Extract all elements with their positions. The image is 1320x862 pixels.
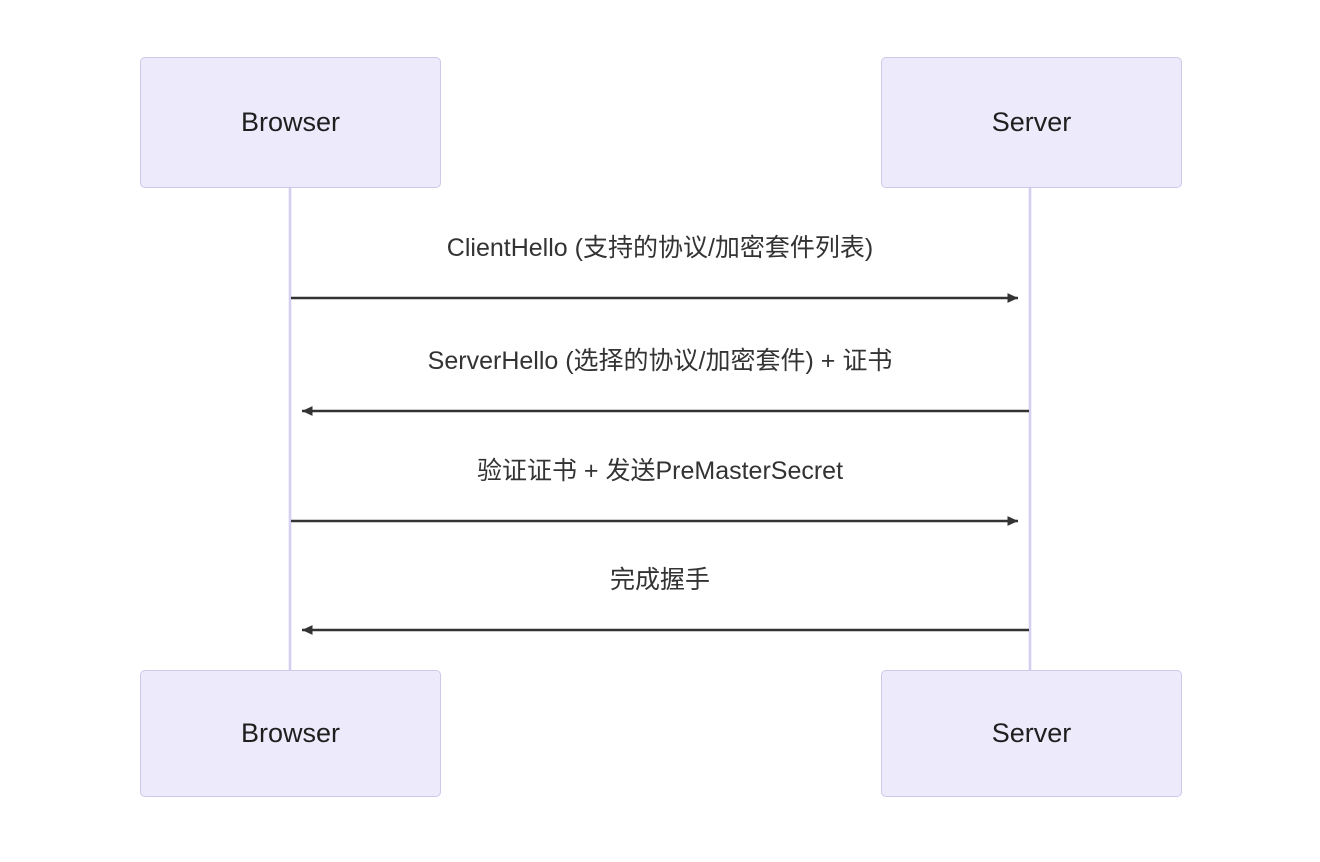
- participant-label-server-bottom: Server: [991, 718, 1072, 748]
- participant-box-browser-bottom[interactable]: Browser: [140, 670, 441, 797]
- message-arrows: [291, 293, 1029, 635]
- participant-label-browser-top: Browser: [240, 107, 341, 137]
- lifelines: [288, 188, 1032, 672]
- participant-box-browser-top[interactable]: Browser: [140, 57, 441, 188]
- participant-label-server-top: Server: [991, 107, 1072, 137]
- message-label-3: 验证证书 + 发送PreMasterSecret: [476, 457, 844, 485]
- participant-label-browser-bottom: Browser: [240, 718, 341, 748]
- message-label-1: ClientHello (支持的协议/加密套件列表): [446, 234, 874, 262]
- participant-box-server-bottom[interactable]: Server: [881, 670, 1182, 797]
- participant-box-server-top[interactable]: Server: [881, 57, 1182, 188]
- message-label-2: ServerHello (选择的协议/加密套件) + 证书: [427, 347, 893, 375]
- message-label-4: 完成握手: [609, 566, 711, 594]
